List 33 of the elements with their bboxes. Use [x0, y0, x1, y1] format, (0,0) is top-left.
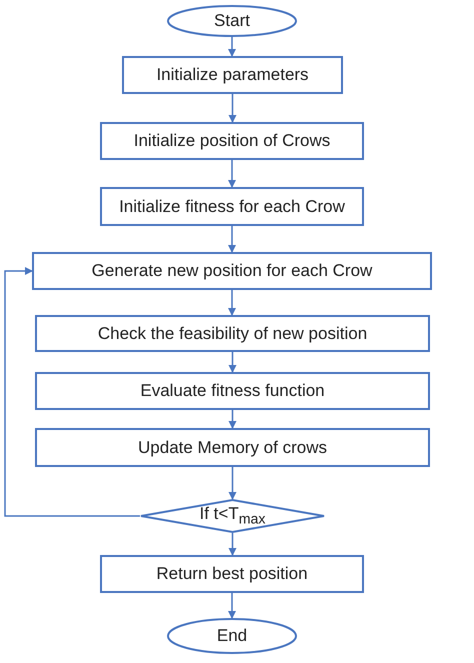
node-label: If t<T$_{max}$ [200, 504, 266, 528]
process-box [100, 555, 364, 593]
node-label: Update Memory of crows [138, 438, 327, 458]
terminal-ellipse [167, 5, 297, 37]
process-box [32, 252, 432, 290]
process-box [35, 315, 430, 352]
arrow [228, 226, 236, 253]
node-label: Initialize position of Crows [134, 131, 330, 151]
arrow [228, 37, 236, 57]
node-label: Evaluate fitness function [140, 381, 325, 401]
node-label: Check the feasibility of new position [98, 324, 368, 344]
node-label: Start [214, 11, 250, 31]
arrow [228, 290, 236, 316]
node-label: Initialize fitness for each Crow [119, 196, 345, 216]
arrow [228, 533, 236, 556]
node-label: Return best position [156, 564, 308, 584]
process-box [100, 122, 364, 160]
process-box [35, 372, 430, 410]
process-box [35, 428, 430, 467]
node-label: Generate new position for each Crow [92, 261, 372, 281]
arrow [228, 352, 236, 373]
arrow [228, 467, 236, 500]
arrow [228, 593, 236, 619]
arrow [228, 410, 236, 429]
node-label: Initialize parameters [156, 65, 309, 85]
arrow [228, 94, 236, 123]
process-box [100, 187, 364, 226]
process-box [122, 56, 343, 94]
node-label: End [216, 626, 248, 646]
arrow [228, 160, 236, 188]
decision-diamond [140, 499, 325, 533]
terminal-ellipse [167, 618, 297, 654]
arrow [4, 267, 140, 517]
